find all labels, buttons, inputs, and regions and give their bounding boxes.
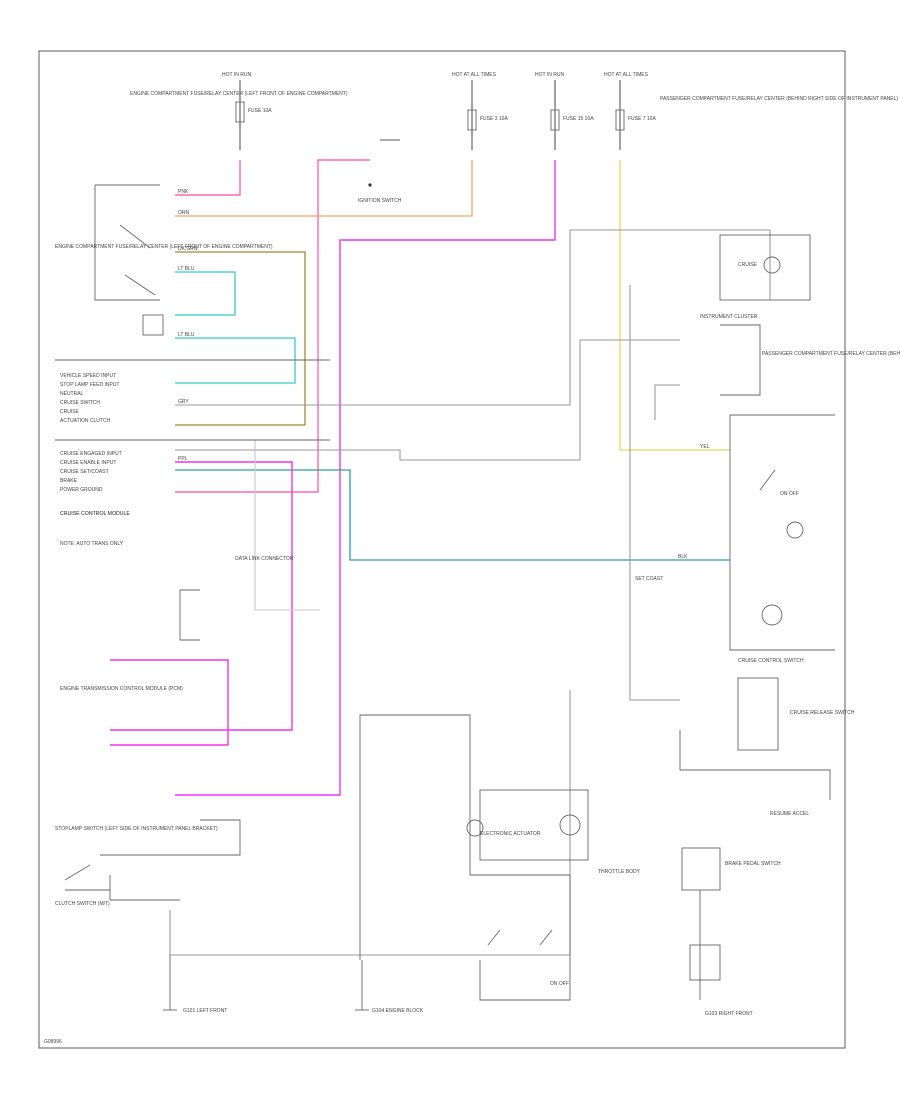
pcm-pin-6: ACTUATION CLUTCH: [60, 418, 111, 424]
footer-code: G08996: [44, 1039, 62, 1045]
electronic-actuator: ELECTRONIC ACTUATOR THROTTLE BODY ON OFF: [359, 714, 641, 1001]
wire-gray-right-c: [654, 384, 680, 420]
tag-yel: YEL: [700, 444, 710, 450]
wire-magenta-pcm: [110, 461, 293, 731]
cruise-module-label: CRUISE CONTROL MODULE: [60, 511, 130, 517]
on-off-label: ON OFF: [780, 491, 799, 497]
stoplamp-label: STOPLAMP SWITCH (LEFT SIDE OF INSTRUMENT…: [55, 826, 218, 832]
tag-ppl: PPL: [178, 456, 188, 462]
cruise-indicator-label: CRUISE: [738, 262, 758, 268]
wire-gray-ground: [169, 690, 571, 956]
clutch-switch: CLUTCH SWITCH (M/T): [55, 875, 180, 907]
on-off-actuator-label: ON OFF: [550, 981, 569, 987]
pcm-note-label: ENGINE TRANSMISSION CONTROL MODULE (PCM): [60, 686, 183, 692]
wire-yellow: [619, 160, 730, 451]
wire-gray-cluster: [175, 229, 771, 406]
pcm-pin-3: NEUTRAL: [60, 391, 84, 397]
instrument-cluster-label: INSTRUMENT CLUSTER: [700, 314, 758, 320]
wire-gray-right-a: [175, 339, 680, 461]
pcm2-pin-1: CRUISE ENGAGED INPUT: [60, 451, 122, 457]
tag-orn: ORN: [178, 210, 190, 216]
underhood-relay-block: ENGINE COMPARTMENT FUSE/RELAY CENTER (LE…: [55, 184, 273, 336]
pcm-pin-5: CRUISE: [60, 409, 80, 415]
fuse-d-label: FUSE 7 10A: [628, 116, 656, 122]
pcm-pin-4: CRUISE SWITCH: [60, 400, 100, 406]
stoplamp-switch: STOPLAMP SWITCH (LEFT SIDE OF INSTRUMENT…: [55, 819, 241, 891]
ground-engine: G104 ENGINE BLOCK: [355, 960, 424, 1014]
cruise-control-switch: ON OFF CRUISE CONTROL SWITCH SET COAST: [635, 414, 835, 664]
wire-olive: [175, 251, 306, 426]
hot-run-label: HOT IN RUN: [222, 72, 251, 78]
right-relay: PASSENGER COMPARTMENT FUSE/RELAY CENTER …: [720, 324, 900, 396]
tag-ltblu-1: LT BLU: [178, 266, 195, 272]
electronic-actuator-label: ELECTRONIC ACTUATOR: [480, 831, 541, 837]
hot-at-all-times-2: HOT AT ALL TIMES: [604, 72, 649, 78]
data-link-label: DATA LINK CONNECTOR: [235, 556, 294, 562]
fuse-group-top: HOT IN RUN FUSE 10A ENGINE COMPARTMENT F…: [130, 72, 898, 204]
pcm2-pin-5: POWER GROUND: [60, 487, 103, 493]
auto-trans-note: NOTE: AUTO TRANS ONLY: [60, 541, 124, 547]
resume-accel-label: RESUME ACCEL: [770, 811, 809, 817]
cruise-release-label: CRUISE RELEASE SWITCH: [790, 710, 855, 716]
wire-magenta-start: [110, 659, 229, 746]
ignition-switch-label: IGNITION SWITCH: [358, 198, 402, 204]
pcm-pin-list: VEHICLE SPEED INPUT STOP LAMP FEED INPUT…: [55, 359, 330, 692]
tag-ltblu-2: LT BLU: [178, 332, 195, 338]
fuse-c-label: FUSE 15 10A: [563, 116, 594, 122]
throttle-body-label: THROTTLE BODY: [598, 869, 641, 875]
pcm-pin-2: STOP LAMP FEED INPUT: [60, 382, 119, 388]
relay-label: ENGINE COMPARTMENT FUSE/RELAY CENTER (LE…: [55, 244, 273, 250]
g-right-label: G103 RIGHT FRONT: [705, 1011, 753, 1017]
pcm2-pin-4: BRAKE: [60, 478, 78, 484]
brake-switch-label: BRAKE PEDAL SWITCH: [725, 861, 781, 867]
wire-cyan-1: [175, 271, 236, 316]
g-left-label: G101 LEFT FRONT: [183, 1008, 227, 1014]
underhood-fusebox-label: ENGINE COMPARTMENT FUSE/RELAY CENTER (LE…: [130, 91, 348, 97]
right-lower-relays: CRUISE RELEASE SWITCH RESUME ACCEL BRAKE…: [679, 677, 855, 1017]
tag-dkgrn: DK GRN: [178, 246, 198, 252]
tag-pnk-1: PNK: [178, 189, 189, 195]
wire-gray-right-b: [629, 285, 680, 701]
fuse-b-label: FUSE 3 10A: [480, 116, 508, 122]
wire-pink-ignition: [175, 159, 370, 493]
tag-gry: GRY: [178, 399, 189, 405]
pcm-pin-1: VEHICLE SPEED INPUT: [60, 373, 116, 379]
wire-pink-ignition-2: [175, 160, 241, 196]
g-engine-label: G104 ENGINE BLOCK: [372, 1008, 424, 1014]
passenger-fusebox-label: PASSENGER COMPARTMENT FUSE/RELAY CENTER …: [660, 96, 898, 102]
instrument-cluster: CRUISE INSTRUMENT CLUSTER: [700, 234, 811, 320]
fuse-a-label: FUSE 10A: [248, 108, 272, 114]
hot-run-2-label: HOT IN RUN: [535, 72, 564, 78]
tag-blk: BLK: [678, 554, 688, 560]
set-coast-label: SET COAST: [635, 576, 663, 582]
right-relay-label: PASSENGER COMPARTMENT FUSE/RELAY CENTER …: [762, 351, 900, 357]
data-link-connector: DATA LINK CONNECTOR: [179, 556, 294, 641]
wire-teal-long: [175, 469, 730, 561]
pcm2-pin-2: CRUISE ENABLE INPUT: [60, 460, 116, 466]
hot-at-all-times-1: HOT AT ALL TIMES: [452, 72, 497, 78]
wire-magenta: [175, 160, 556, 796]
pcm2-pin-3: CRUISE SET/COAST: [60, 469, 109, 475]
wire-lightgray-mid: [254, 440, 320, 611]
diagram-border: [38, 50, 846, 1049]
ground-left: G101 LEFT FRONT: [163, 955, 227, 1014]
wire-orange: [175, 160, 473, 217]
cruise-control-switch-label: CRUISE CONTROL SWITCH: [738, 658, 804, 664]
clutch-switch-label: CLUTCH SWITCH (M/T): [55, 901, 110, 907]
wire-cyan-2: [175, 337, 296, 384]
